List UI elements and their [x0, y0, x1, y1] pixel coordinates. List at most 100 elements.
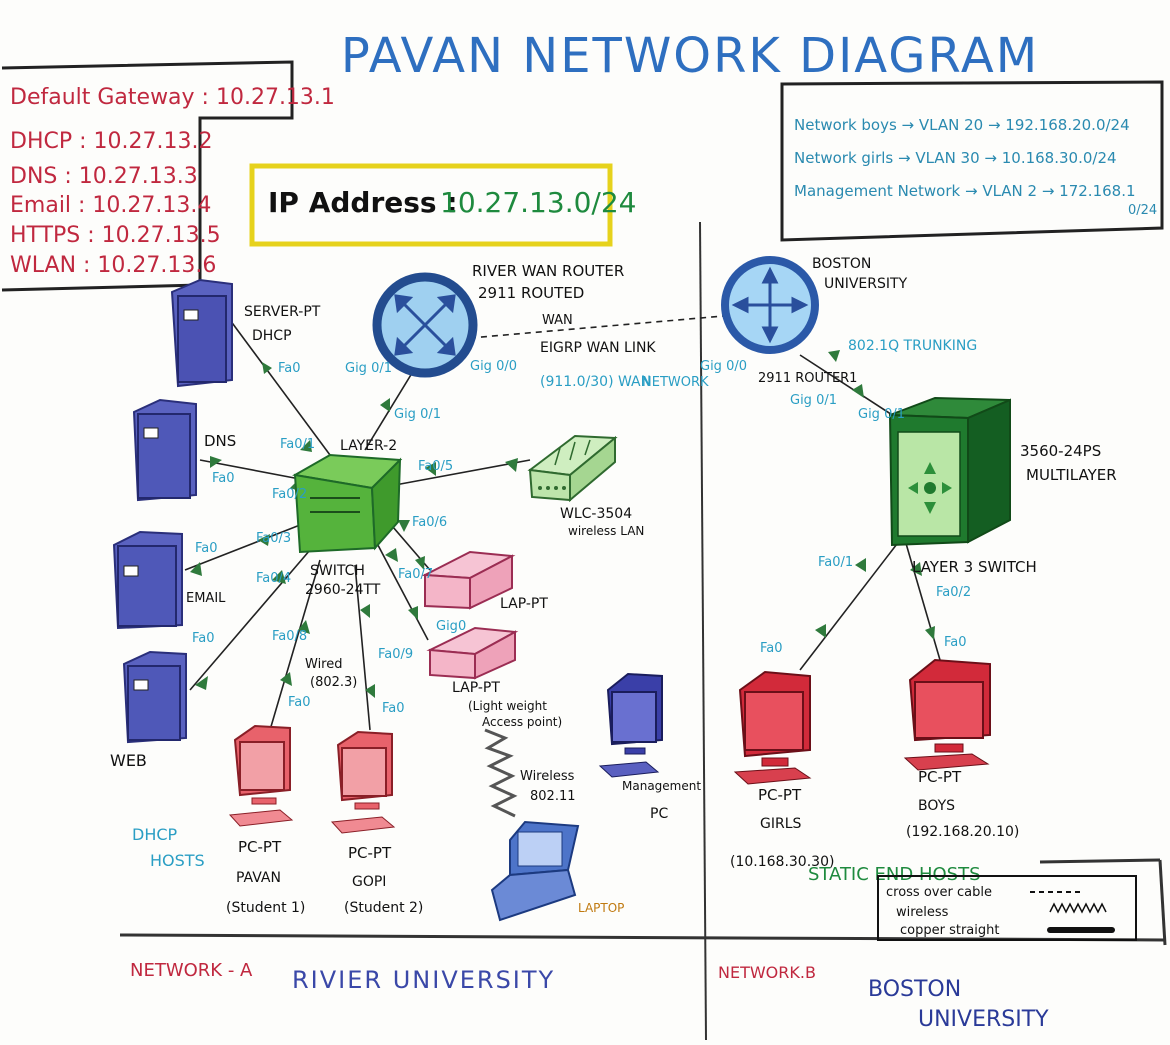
rivier-wan-router: [372, 272, 478, 378]
services-line: DNS : 10.27.13.3: [10, 164, 198, 189]
port-label: Gig 0/1: [858, 407, 905, 422]
pc-girls-ip: (10.168.30.30): [730, 854, 834, 870]
legend: cross over cable wireless copper straigh…: [877, 875, 1137, 941]
services-line: Default Gateway : 10.27.13.1: [10, 85, 335, 110]
boston-label: BOSTON: [868, 977, 961, 1002]
vlan-line: Network boys → VLAN 20 → 192.168.20.0/24: [794, 116, 1130, 134]
legend-item: cross over cable: [886, 885, 992, 900]
port-label: Fa0/6: [412, 515, 447, 530]
boston-label2: UNIVERSITY: [918, 1007, 1049, 1032]
port-label: Fa0: [278, 361, 301, 376]
boston-router-model: 2911 ROUTER1: [758, 371, 857, 386]
static-rule: [1039, 858, 1161, 864]
web-label: WEB: [110, 751, 147, 770]
server-dhcp-label: SERVER-PT: [244, 304, 321, 320]
dns-label: DNS: [204, 432, 236, 450]
server-email: [112, 530, 183, 630]
lap2-label: LAP-PT: [452, 680, 500, 696]
management-pc: [598, 672, 663, 778]
legend-item: wireless: [896, 905, 949, 920]
laptop-label: LAPTOP: [578, 901, 624, 915]
port-label: Fa0/1: [280, 437, 315, 452]
port-label: Fa0/3: [256, 531, 291, 546]
port-label: Fa0/2: [272, 487, 307, 502]
pc-girls-name: GIRLS: [760, 816, 802, 832]
server-dhcp-label2: DHCP: [252, 328, 292, 344]
port-label: Fa0/5: [418, 459, 453, 474]
boston-router-label: BOSTON: [812, 256, 871, 272]
pc-gopi-name: GOPI: [352, 874, 386, 890]
network-b-label: NETWORK.B: [718, 963, 816, 982]
port-label: Fa0: [382, 701, 405, 716]
laptop: [490, 820, 580, 922]
services-line: WLAN : 10.27.13.6: [10, 253, 216, 278]
pc-gopi: [330, 730, 396, 834]
port-label: Fa0: [760, 641, 783, 656]
pc-gopi-role: (Student 2): [344, 900, 423, 916]
services-line: DHCP : 10.27.13.2: [10, 129, 212, 154]
port-label: Fa0/1: [818, 555, 853, 570]
multilayer-switch: [888, 396, 1011, 547]
port-label: Fa0/4: [256, 571, 291, 586]
static-hosts-label: STATIC END HOSTS: [808, 864, 981, 885]
wired-label: Wired: [305, 657, 343, 672]
pc-pavan-label: PC-PT: [238, 838, 282, 856]
pc-girls: [733, 670, 812, 785]
lap-pt-1: [421, 550, 516, 610]
wireless-link: [484, 728, 518, 818]
wireless-std-label: 802.11: [530, 789, 576, 804]
pc-pavan-name: PAVAN: [236, 870, 281, 886]
rivier-router-model: 2911 ROUTED: [478, 284, 584, 302]
ip-value: 10.27.13.0/24: [440, 186, 636, 219]
services-line: Email : 10.27.13.4: [10, 193, 211, 218]
link-labels: WAN EIGRP WAN LINK (911.0/30) WAN NETWOR…: [305, 313, 977, 804]
diagram-title: PAVAN NETWORK DIAGRAM: [341, 28, 1039, 84]
l3switch-label: LAYER 3 SWITCH: [912, 558, 1037, 576]
pc-pavan: [228, 724, 294, 827]
switch-bottom-label: SWITCH: [310, 563, 365, 579]
pc-boys: [903, 658, 991, 771]
wan-label: WAN: [542, 313, 573, 328]
server-web: [122, 650, 187, 744]
link-arrows: [190, 350, 935, 698]
port-label: Gig0: [436, 619, 466, 634]
vlan-line: Management Network → VLAN 2 → 172.168.1: [794, 182, 1136, 200]
legend-item: copper straight: [900, 923, 999, 938]
port-labels: Gig 0/1 Gig 0/0 Gig 0/1 Gig 0/0 Gig 0/1 …: [192, 359, 971, 716]
mgmt-pc-label: Management: [622, 779, 701, 793]
eigrp-label: EIGRP WAN LINK: [540, 340, 656, 356]
dhcp-hosts-label2: HOSTS: [150, 851, 205, 870]
port-label: Gig 0/0: [700, 359, 747, 374]
pc-gopi-label: PC-PT: [348, 844, 392, 862]
port-label: Fa0/8: [272, 629, 307, 644]
switch-bottom-model: 2960-24TT: [305, 582, 381, 598]
email-label: EMAIL: [186, 591, 226, 606]
lap2-label2: (Light weight: [468, 699, 547, 713]
port-label: Fa0: [195, 541, 218, 556]
services-line: HTTPS : 10.27.13.5: [10, 223, 221, 248]
wired-std-label: (802.3): [310, 675, 357, 690]
wan-link: [469, 314, 736, 339]
trunking-label: 802.1Q TRUNKING: [848, 338, 977, 354]
pc-boys-name: BOYS: [918, 798, 955, 814]
port-label: Gig 0/1: [790, 393, 837, 408]
port-label: Gig 0/1: [394, 407, 441, 422]
network-a-label: NETWORK - A: [130, 960, 253, 981]
layer2-switch: [292, 453, 403, 554]
rivier-router-label: RIVER WAN ROUTER: [472, 262, 624, 280]
switch-top-label: LAYER-2: [340, 438, 397, 454]
pc-boys-label: PC-PT: [918, 768, 962, 786]
wlc-3504: [527, 434, 618, 503]
port-label: Fa0/2: [936, 585, 971, 600]
right-rule: [1158, 859, 1167, 946]
pc-pavan-role: (Student 1): [226, 900, 305, 916]
vlan-box: Network boys → VLAN 20 → 192.168.20.0/24…: [780, 80, 1164, 242]
device-labels: RIVER WAN ROUTER 2911 ROUTED BOSTON UNIV…: [110, 256, 1117, 916]
boston-router: [721, 256, 819, 354]
boston-router-label2: UNIVERSITY: [824, 276, 908, 292]
port-label: Fa0: [192, 631, 215, 646]
rivier-label: RIVIER UNIVERSITY: [292, 966, 555, 994]
lap-pt-2: [426, 626, 519, 680]
services-box: Default Gateway : 10.27.13.1 DHCP : 10.2…: [1, 60, 335, 292]
